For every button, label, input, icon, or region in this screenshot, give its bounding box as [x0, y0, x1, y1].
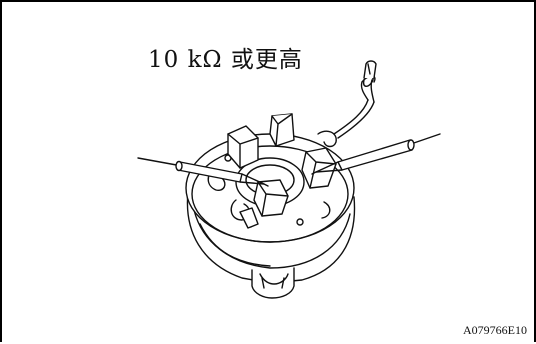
tester-probe-right: [311, 133, 441, 175]
figure-code: A079766E10: [463, 323, 527, 337]
tester-probe-left: [137, 157, 269, 187]
resistance-spec-label: 10 kΩ 或更高: [148, 47, 303, 73]
brush-holder-blocks: [227, 113, 337, 217]
lead-wire: [333, 60, 377, 139]
